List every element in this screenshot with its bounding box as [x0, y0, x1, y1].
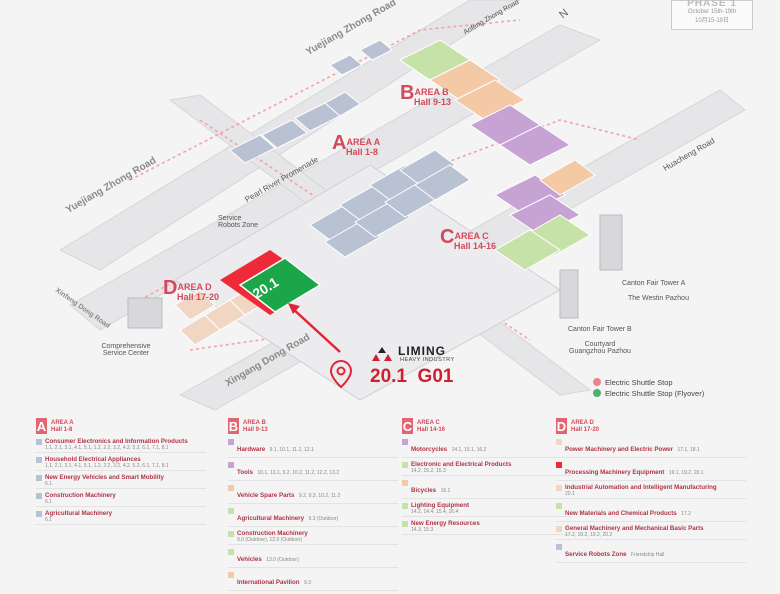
legend-item: Service Robots Zone Friendship Hall	[556, 543, 746, 563]
brand-name: LIMING	[398, 344, 446, 358]
legend-d-badge: D	[556, 418, 567, 434]
booth-callout[interactable]: LIMING HEAVY INDUSTRY 20.1 G01	[330, 344, 480, 394]
legend-item: Vehicles 13.0 (Outdoor)	[228, 548, 398, 568]
shuttle-flyover-marker	[593, 389, 601, 397]
shuttle-stop-marker	[593, 378, 601, 386]
location-pin-icon	[330, 360, 352, 388]
service-center-building	[127, 297, 163, 329]
westin-label: The Westin Pazhou	[628, 295, 689, 302]
liming-logo-icon	[372, 347, 392, 361]
courtyard-label: Courtyard Guangzhou Pazhou	[569, 341, 631, 355]
tower-a-label: Canton Fair Tower A	[622, 280, 686, 287]
legend-item: Bicycles 16.1	[402, 479, 572, 499]
hall-20-1-highlight[interactable]	[238, 257, 322, 313]
legend-item: Tools 10.1, 13.1, 9.2, 10.2, 11.2, 12.2,…	[228, 461, 398, 481]
venue-map: 20.1	[58, 0, 746, 410]
area-a-halls	[229, 91, 471, 258]
legend-c-badge: C	[402, 418, 413, 434]
legend-b-badge: B	[228, 418, 239, 434]
legend-a-badge: A	[36, 418, 47, 434]
legend-item: New Materials and Chemical Products 17.2	[556, 502, 746, 522]
robots-zone-label: Service Robots Zone	[218, 215, 259, 229]
brand-sub: HEAVY INDUSTRY	[400, 357, 455, 363]
shuttle-flyover-label: Electric Shuttle Stop (Flyover)	[605, 389, 705, 398]
phase-box: PHASE 1 October 15th-19th 10月15-19日	[671, 0, 753, 30]
legend-item: Industrial Automation and Intelligent Ma…	[556, 484, 746, 499]
legend-item: Hardware 9.1, 10.1, 11.1, 12.1	[228, 438, 398, 458]
booth-number: 20.1 G01	[370, 366, 454, 387]
phase-dates-cn: 10月15-19日	[694, 18, 730, 24]
phase-title: PHASE 1	[687, 0, 737, 9]
area-c-halls	[494, 159, 596, 271]
legend-item: Motorcycles 14.1, 15.1, 16.2	[402, 438, 572, 458]
service-center-label: Comprehensive Service Center	[101, 343, 151, 357]
tower-b-label: Canton Fair Tower B	[568, 326, 632, 333]
legend-item: Processing Machinery Equipment 19.1, 19.…	[556, 461, 746, 481]
legend-item: International Pavilion 9.3	[228, 571, 398, 591]
phase-dates: October 15th-19th	[687, 9, 737, 15]
legend-item: Power Machinery and Electric Power 17.1,…	[556, 438, 746, 458]
legend-item: Agricultural Machinery 9.3 (Outdoor)	[228, 507, 398, 527]
tower-b-building	[559, 269, 579, 319]
booth-arrow-head	[288, 303, 300, 314]
area-b-halls	[329, 39, 571, 166]
tower-a-building	[599, 214, 623, 271]
legend-item: General Machinery and Mechanical Basic P…	[556, 525, 746, 540]
legend-item: Vehicle Spare Parts 9.2, 9.3, 10.2, 11.2	[228, 484, 398, 504]
shuttle-stop-label: Electric Shuttle Stop	[605, 378, 673, 387]
booth-arrow	[291, 307, 341, 353]
legend-item: Consumer Electronics and Information Pro…	[36, 438, 206, 453]
